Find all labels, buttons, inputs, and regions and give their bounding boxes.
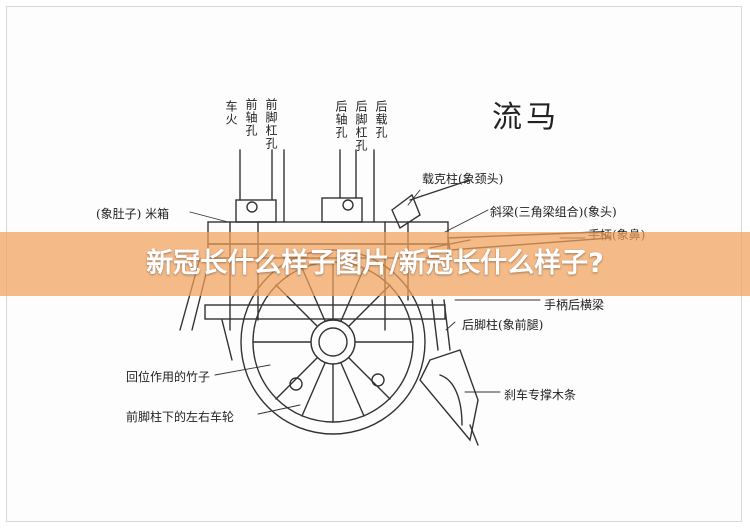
label-rear-load-hole: 后载孔 — [374, 100, 388, 139]
wheel — [240, 249, 426, 435]
diagram-title: 流马 — [492, 100, 560, 135]
label-front-axle-hole: 前轴孔 — [244, 98, 258, 137]
label-rear-leg-hole: 后脚杠孔 — [354, 100, 368, 152]
label-front-leg-hole: 前脚杠孔 — [264, 98, 278, 150]
label-rear-leg-post: 后脚柱(象前腿) — [462, 318, 544, 332]
label-handle-crossbeam: 手柄后横梁 — [544, 298, 605, 312]
label-front-wheels: 前脚柱下的左右车轮 — [126, 410, 235, 424]
leader-lines — [189, 189, 586, 415]
watermark-banner — [0, 232, 750, 296]
label-rear-axle-hole: 后轴孔 — [334, 100, 348, 139]
label-xielian: 斜梁(三角梁组合)(象头) — [490, 205, 617, 219]
rear-leg-brake — [419, 299, 479, 446]
label-return-bamboo: 回位作用的竹子 — [126, 370, 211, 384]
label-mixiang: (象肚子) 米箱 — [96, 207, 170, 221]
label-brake-strut: 刹车专撑木条 — [504, 388, 577, 402]
axle-posts — [235, 149, 375, 223]
label-zaike: 载克柱(象颈头) — [422, 172, 504, 186]
watermark-banner-text: 新冠长什么样子图片/新冠长什么样子? — [146, 248, 604, 279]
label-chehuo: 车火 — [224, 100, 238, 126]
